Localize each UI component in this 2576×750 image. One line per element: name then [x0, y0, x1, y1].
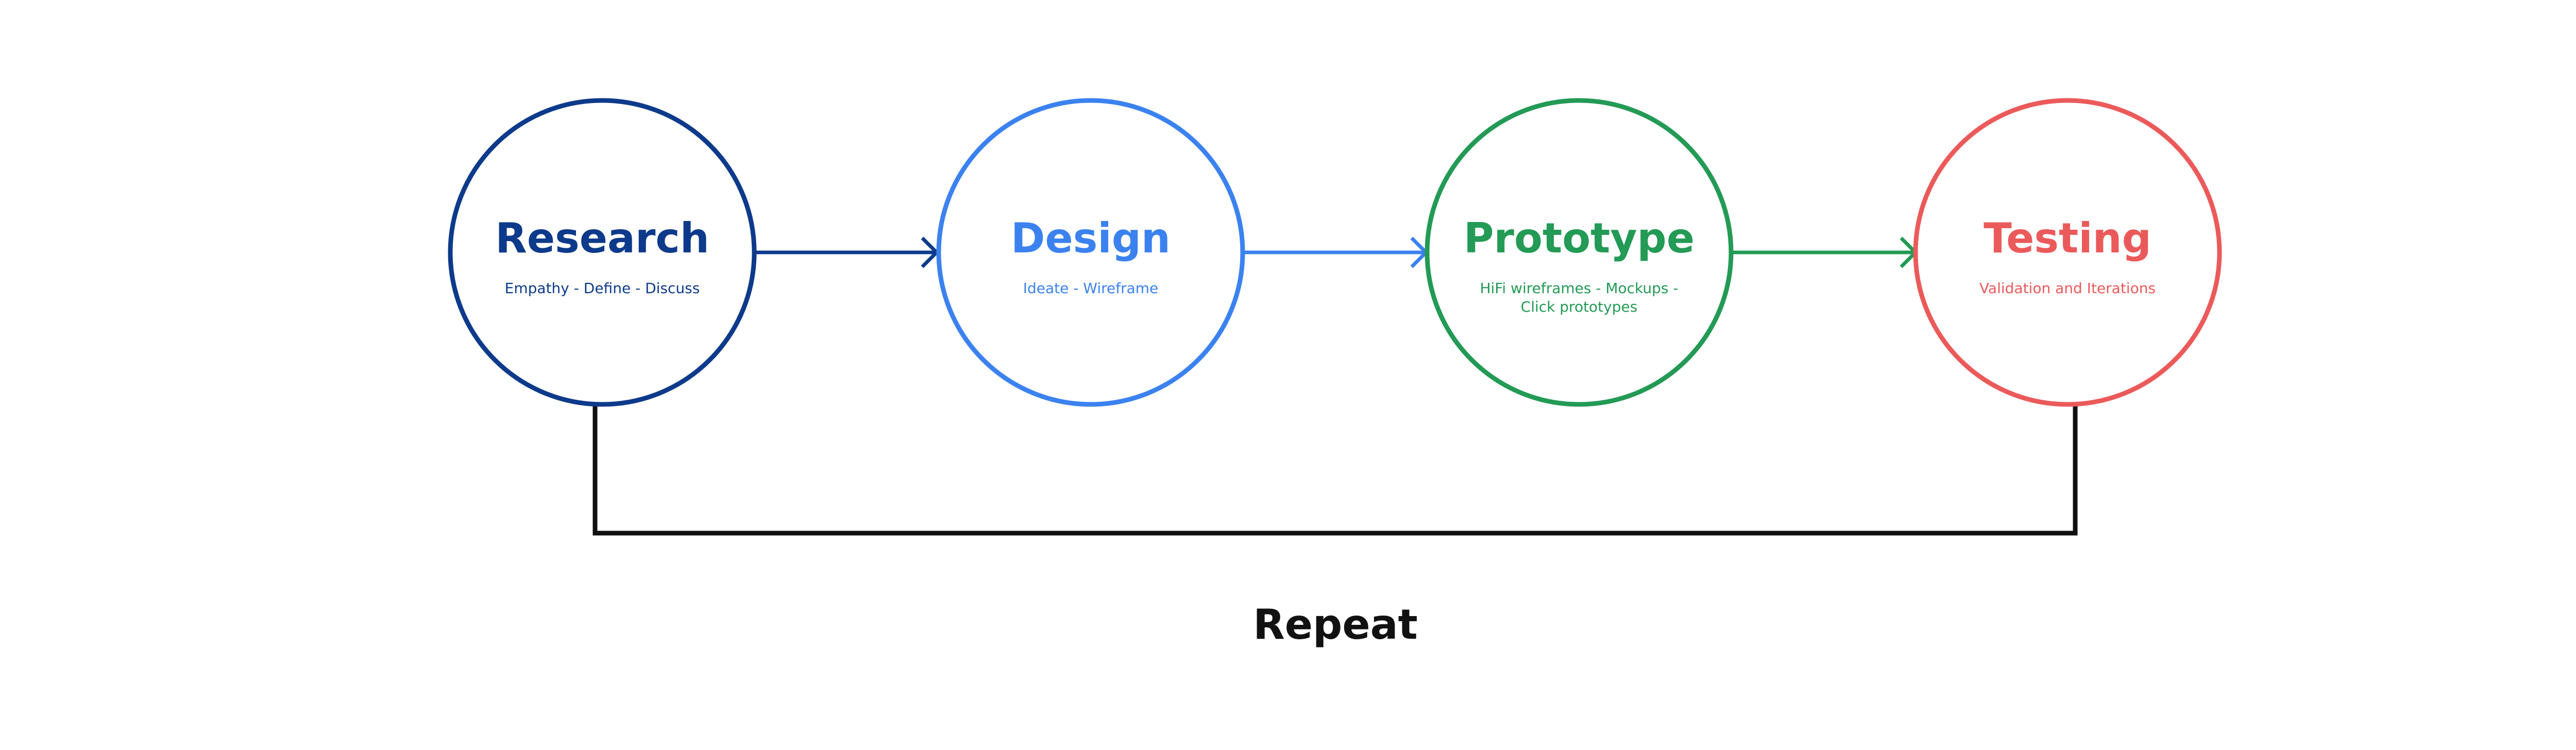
stage-title: Prototype [1464, 214, 1694, 262]
stage-circle [448, 98, 757, 407]
stage-title: Testing [1984, 214, 2151, 262]
stage-testing: Testing Validation and Iterations [1913, 98, 2222, 407]
stage-prototype: Prototype HiFi wireframes - Mockups - Cl… [1425, 98, 1734, 407]
arrow-design-to-prototype [1244, 236, 1429, 268]
stage-circle [936, 98, 1245, 407]
stage-subtitle: Empathy - Define - Discuss [505, 280, 700, 297]
stage-subtitle-line-2: Click prototypes [1521, 298, 1638, 315]
stage-circle [1913, 98, 2222, 407]
stage-design: Design Ideate - Wireframe [936, 98, 1245, 407]
stage-title: Research [495, 214, 709, 262]
repeat-loop-connector [592, 404, 2078, 536]
stage-subtitle-line-1: HiFi wireframes - Mockups - [1480, 280, 1678, 297]
stage-subtitle: Ideate - Wireframe [1023, 280, 1159, 297]
stage-circle [1425, 98, 1734, 407]
stage-research: Research Empathy - Define - Discuss [448, 98, 757, 407]
arrow-research-to-design [756, 236, 939, 268]
arrow-prototype-to-testing [1733, 236, 1918, 268]
stage-subtitle: Validation and Iterations [1979, 280, 2156, 297]
repeat-label: Repeat [1253, 601, 1418, 649]
stage-title: Design [1011, 214, 1171, 262]
